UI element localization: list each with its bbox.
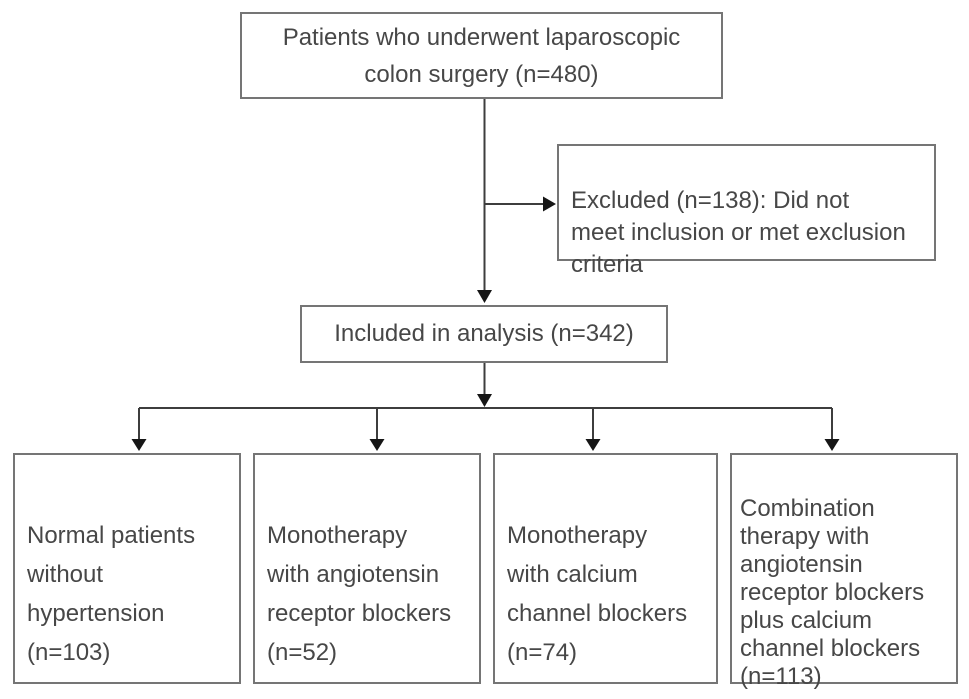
node-group-normal-label: Normal patients without hypertension (n=…: [27, 522, 196, 666]
node-group-monotherapy-ccb: Monotherapy with calcium channel blocker…: [493, 453, 718, 684]
node-excluded-label: Excluded (n=138): Did not meet inclusion…: [571, 187, 906, 278]
node-group-combo-label: Combination therapy with angiotensin rec…: [740, 495, 925, 690]
node-group-arb-label: Monotherapy with angiotensin receptor bl…: [267, 522, 452, 666]
node-excluded: Excluded (n=138): Did not meet inclusion…: [557, 144, 936, 278]
node-group-normal-no-hypertension: Normal patients without hypertension (n=…: [13, 453, 241, 684]
arrowhead-down-normal: [131, 439, 147, 451]
node-included-label: Included in analysis (n=342): [334, 320, 634, 347]
node-group-ccb-label: Monotherapy with calcium channel blocker…: [507, 522, 688, 666]
arrowhead-down-arb: [369, 439, 385, 451]
arrowhead-down-combo: [824, 439, 840, 451]
arrowhead-down-included: [477, 290, 492, 303]
node-group-monotherapy-arb: Monotherapy with angiotensin receptor bl…: [253, 453, 481, 684]
node-group-combination-arb-ccb: Combination therapy with angiotensin rec…: [730, 453, 958, 690]
arrowhead-down-rail: [477, 394, 492, 407]
node-enrolled-label: Patients who underwent laparoscopic colo…: [282, 23, 681, 88]
node-included-in-analysis: Included in analysis (n=342): [300, 305, 668, 363]
arrowhead-right-excluded: [543, 196, 556, 212]
node-enrolled-patients: Patients who underwent laparoscopic colo…: [240, 12, 723, 99]
arrowhead-down-ccb: [585, 439, 601, 451]
